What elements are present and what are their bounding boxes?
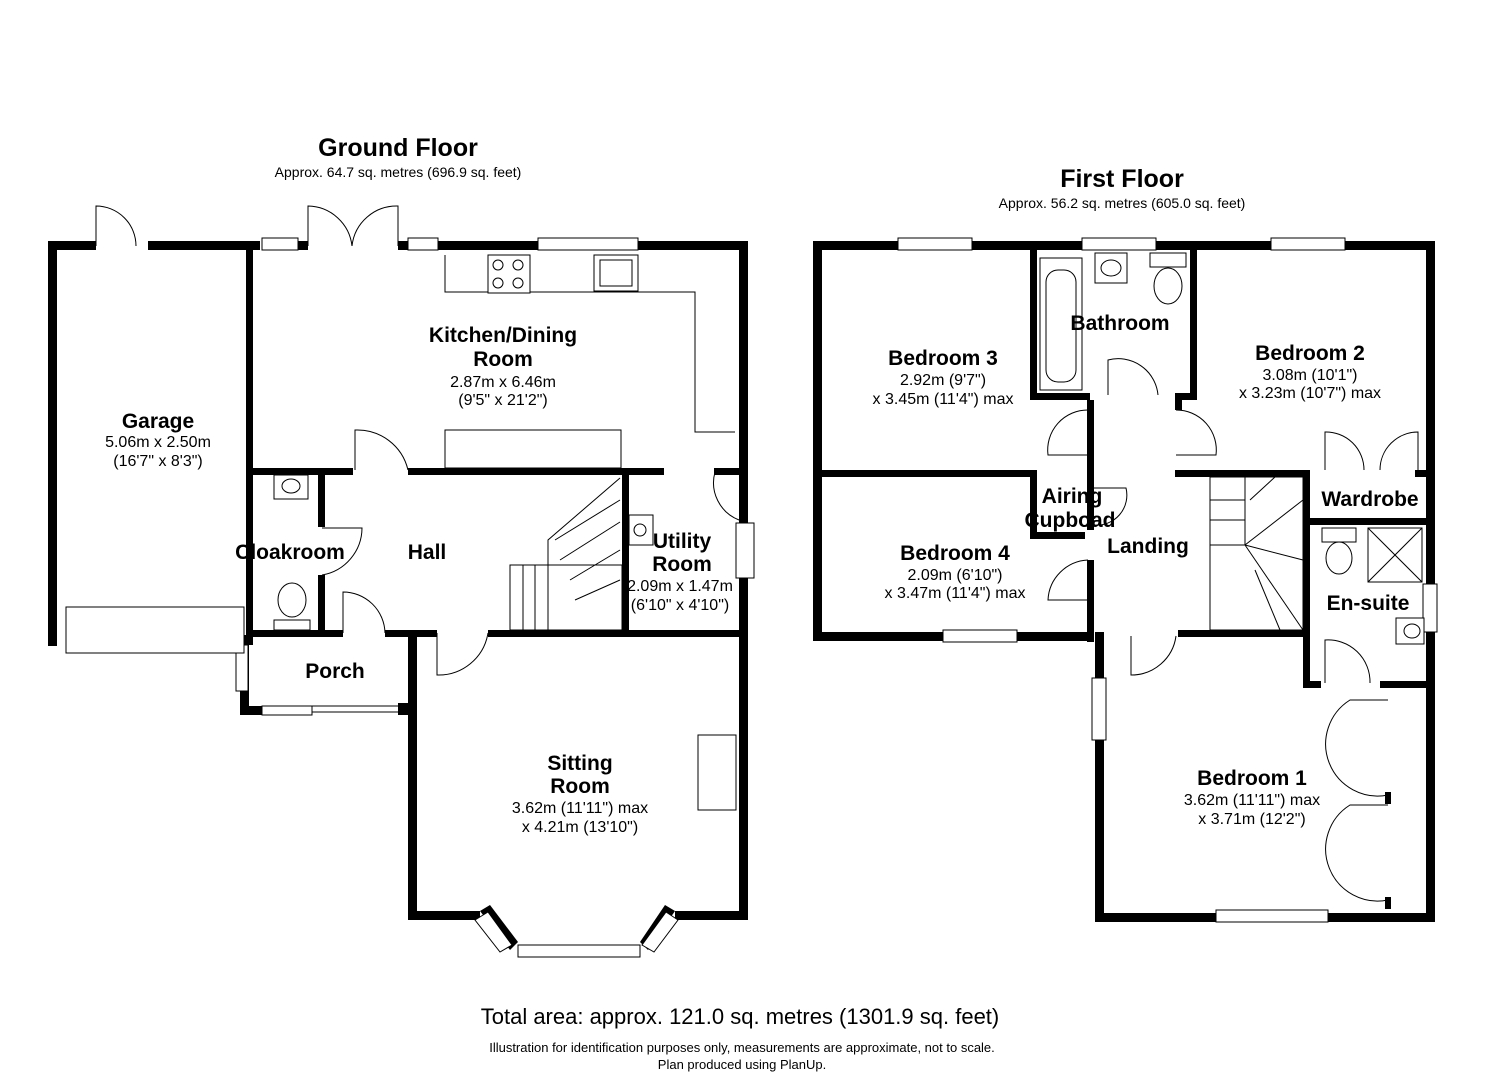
room-bathroom: Bathroom	[1070, 312, 1169, 335]
room-landing: Landing	[1107, 535, 1189, 558]
room-porch: Porch	[305, 660, 365, 683]
room-en-suite: En-suite	[1327, 592, 1410, 615]
room-name: Kitchen/Dining	[429, 324, 577, 347]
room-bedroom-3: Bedroom 3 2.92m (9'7") x 3.45m (11'4") m…	[873, 347, 1014, 408]
room-name: Room	[652, 553, 712, 576]
total-area: Total area: approx. 121.0 sq. metres (13…	[481, 1004, 1000, 1029]
room-name: Cloakroom	[235, 541, 345, 564]
first-floor-plan: First Floor Approx. 56.2 sq. metres (605…	[813, 165, 1438, 923]
room-name: En-suite	[1327, 592, 1410, 615]
room-bedroom-2: Bedroom 2 3.08m (10'1") x 3.23m (10'7") …	[1239, 342, 1381, 402]
room-name: Bedroom 3	[888, 347, 998, 370]
room-dimensions: 2.09m (6'10")	[908, 567, 1003, 584]
plan-credit: Plan produced using PlanUp.	[658, 1057, 826, 1072]
room-name: Hall	[408, 541, 447, 564]
room-dimensions: (9'5" x 21'2")	[458, 392, 548, 409]
ground-floor-room-labels: Garage 5.06m x 2.50m (16'7" x 8'3") Kitc…	[105, 324, 733, 836]
plan-footer: Total area: approx. 121.0 sq. metres (13…	[481, 1004, 1000, 1072]
room-name: Bedroom 2	[1255, 342, 1365, 365]
room-name: Porch	[305, 660, 365, 683]
room-sitting: Sitting Room 3.62m (11'11") max x 4.21m …	[512, 752, 648, 836]
room-airing-cupboard: Airing Cupboad	[1025, 485, 1116, 532]
room-dimensions: x 3.23m (10'7") max	[1239, 385, 1381, 402]
room-utility: Utility Room 2.09m x 1.47m (6'10" x 4'10…	[627, 530, 733, 614]
room-dimensions: (6'10" x 4'10")	[631, 597, 729, 614]
room-bedroom-4: Bedroom 4 2.09m (6'10") x 3.47m (11'4") …	[885, 542, 1026, 602]
first-floor-windows	[897, 237, 1438, 923]
room-dimensions: x 3.71m (12'2")	[1198, 811, 1305, 828]
room-dimensions: x 3.45m (11'4") max	[873, 391, 1014, 408]
first-floor-fixtures	[1039, 252, 1425, 645]
room-name: Bathroom	[1070, 312, 1169, 335]
room-name: Landing	[1107, 535, 1189, 558]
ground-floor-doors	[95, 205, 740, 676]
ground-floor-fixtures	[273, 254, 735, 631]
room-dimensions: 2.09m x 1.47m	[627, 578, 733, 595]
ground-floor-title: Ground Floor	[318, 134, 478, 162]
room-dimensions: 3.08m (10'1")	[1263, 367, 1358, 384]
room-name: Wardrobe	[1321, 488, 1418, 511]
room-dimensions: (16'7" x 8'3")	[113, 453, 203, 470]
first-floor-room-labels: Bedroom 3 2.92m (9'7") x 3.45m (11'4") m…	[873, 312, 1419, 828]
room-dimensions: 5.06m x 2.50m	[105, 434, 211, 451]
room-name: Room	[473, 348, 533, 371]
first-floor-area: Approx. 56.2 sq. metres (605.0 sq. feet)	[999, 195, 1246, 211]
room-name: Bedroom 1	[1197, 767, 1307, 790]
room-name: Sitting	[547, 752, 612, 775]
room-dimensions: x 3.47m (11'4") max	[885, 585, 1026, 602]
room-hall: Hall	[408, 541, 447, 564]
room-dimensions: 2.87m x 6.46m	[450, 374, 556, 391]
ground-floor-plan: Ground Floor Approx. 64.7 sq. metres (69…	[48, 134, 755, 958]
room-dimensions: 2.92m (9'7")	[900, 372, 986, 389]
room-name: Room	[550, 775, 610, 798]
room-bedroom-1: Bedroom 1 3.62m (11'11") max x 3.71m (12…	[1184, 767, 1320, 828]
ground-floor-area: Approx. 64.7 sq. metres (696.9 sq. feet)	[275, 164, 522, 180]
room-name: Utility	[653, 530, 712, 553]
room-dimensions: x 4.21m (13'10")	[522, 819, 638, 836]
disclaimer: Illustration for identification purposes…	[489, 1040, 995, 1055]
room-wardrobe: Wardrobe	[1321, 488, 1418, 511]
room-name: Garage	[122, 410, 194, 433]
room-garage: Garage 5.06m x 2.50m (16'7" x 8'3")	[105, 410, 211, 470]
room-cloakroom: Cloakroom	[235, 541, 345, 564]
room-name: Cupboad	[1025, 509, 1116, 532]
first-floor-title: First Floor	[1060, 165, 1184, 193]
room-name: Bedroom 4	[900, 542, 1010, 565]
room-dimensions: 3.62m (11'11") max	[512, 800, 648, 817]
ground-floor-walls	[48, 241, 748, 950]
ground-floor-windows	[65, 237, 755, 958]
room-dimensions: 3.62m (11'11") max	[1184, 792, 1320, 809]
first-floor-doors	[1047, 358, 1419, 902]
room-kitchen-dining: Kitchen/Dining Room 2.87m x 6.46m (9'5" …	[429, 324, 577, 409]
room-name: Airing	[1042, 485, 1103, 508]
